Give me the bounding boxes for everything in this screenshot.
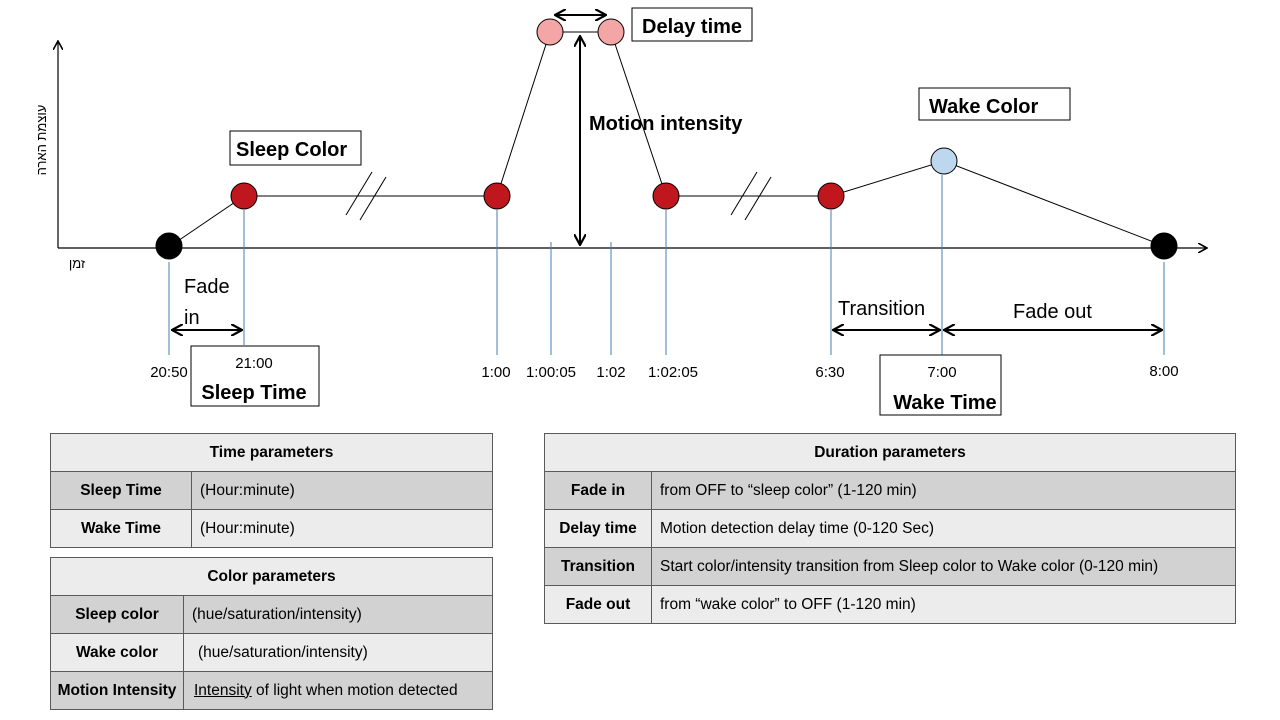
motion-intensity-label: Motion intensity	[589, 113, 743, 135]
time-label-800: 8:00	[1149, 363, 1178, 380]
time-parameters-table: Time parameters Sleep Time (Hour:minute)…	[50, 433, 493, 548]
param-name: Transition	[544, 547, 652, 586]
param-name: Sleep Time	[50, 471, 192, 510]
table-row: Transition Start color/intensity transit…	[544, 547, 1236, 586]
table-row: Wake Time (Hour:minute)	[50, 509, 493, 548]
wake-color-label: Wake Color	[929, 96, 1038, 118]
color-parameters-table: Color parameters Sleep color (hue/satura…	[50, 557, 493, 710]
table-row: Fade in from OFF to “sleep color” (1-120…	[544, 471, 1236, 510]
time-label-100: 1:00	[481, 364, 510, 381]
table-row: Wake color (hue/saturation/intensity)	[50, 633, 493, 672]
time-label-102: 1:02	[596, 364, 625, 381]
param-value-rest: of light when motion detected	[251, 681, 458, 699]
sleep-time-box	[190, 345, 320, 407]
param-value: (hue/saturation/intensity)	[183, 633, 493, 672]
point-motion-peak-2	[597, 18, 625, 46]
time-label-2050: 20:50	[150, 364, 188, 381]
point-motion-start	[483, 182, 511, 210]
param-name: Fade in	[544, 471, 652, 510]
wake-time-label: Wake Time	[893, 392, 996, 414]
param-value: from OFF to “sleep color” (1-120 min)	[651, 471, 1236, 510]
param-name: Delay time	[544, 509, 652, 548]
point-wake-color	[930, 147, 958, 175]
table-row: Sleep color (hue/saturation/intensity)	[50, 595, 493, 634]
table-row: Motion Intensity Intensity of light when…	[50, 671, 493, 710]
time-label-10205: 1:02:05	[648, 364, 698, 381]
wake-time-box	[879, 354, 1002, 416]
table-row: Delay time Motion detection delay time (…	[544, 509, 1236, 548]
duration-parameters-table: Duration parameters Fade in from OFF to …	[544, 433, 1236, 624]
point-sleep-color	[230, 182, 258, 210]
param-name: Fade out	[544, 585, 652, 624]
param-value: (hue/saturation/intensity)	[183, 595, 493, 634]
param-value: Motion detection delay time (0-120 Sec)	[651, 509, 1236, 548]
point-off-start	[155, 232, 183, 260]
table-row: Fade out from “wake color” to OFF (1-120…	[544, 585, 1236, 624]
param-value: (Hour:minute)	[191, 509, 493, 548]
time-markers	[168, 175, 1165, 355]
param-name: Sleep color	[50, 595, 184, 634]
break-mark-2	[730, 171, 772, 221]
sleep-color-label: Sleep Color	[236, 139, 347, 161]
param-value: from “wake color” to OFF (1-120 min)	[651, 585, 1236, 624]
param-name: Wake Time	[50, 509, 192, 548]
param-value: Intensity of light when motion detected	[183, 671, 493, 710]
fade-in-label-2: in	[184, 307, 200, 329]
sleep-color-box	[229, 130, 362, 166]
param-value: Start color/intensity transition from Sl…	[651, 547, 1236, 586]
point-motion-peak-1	[536, 18, 564, 46]
x-axis-label: זמן	[69, 256, 86, 271]
time-label-10005: 1:00:05	[526, 364, 576, 381]
delay-time-label: Delay time	[642, 16, 742, 38]
break-mark-1	[345, 171, 387, 221]
point-off-end	[1150, 232, 1178, 260]
point-transition-start	[817, 182, 845, 210]
param-value: (Hour:minute)	[191, 471, 493, 510]
point-motion-end	[652, 182, 680, 210]
table-row: Sleep Time (Hour:minute)	[50, 471, 493, 510]
fade-in-label-1: Fade	[184, 276, 230, 298]
wake-color-box	[918, 87, 1071, 121]
time-label-700: 7:00	[927, 364, 956, 381]
param-name: Wake color	[50, 633, 184, 672]
time-label-630: 6:30	[815, 364, 844, 381]
sleep-time-label: Sleep Time	[201, 382, 306, 404]
param-value-underlined: Intensity	[194, 681, 252, 699]
y-axis-label: עוצמת הארה	[34, 105, 49, 176]
delay-time-box	[631, 7, 753, 42]
fade-out-label: Fade out	[1013, 301, 1092, 323]
color-parameters-header: Color parameters	[50, 557, 493, 596]
time-parameters-header: Time parameters	[50, 433, 493, 472]
time-label-2100: 21:00	[235, 355, 273, 372]
timeline-diagram: עוצמת הארה זמן Delay time Motion inten	[34, 7, 1280, 416]
transition-label: Transition	[838, 298, 925, 320]
param-name: Motion Intensity	[50, 671, 184, 710]
duration-parameters-header: Duration parameters	[544, 433, 1236, 472]
